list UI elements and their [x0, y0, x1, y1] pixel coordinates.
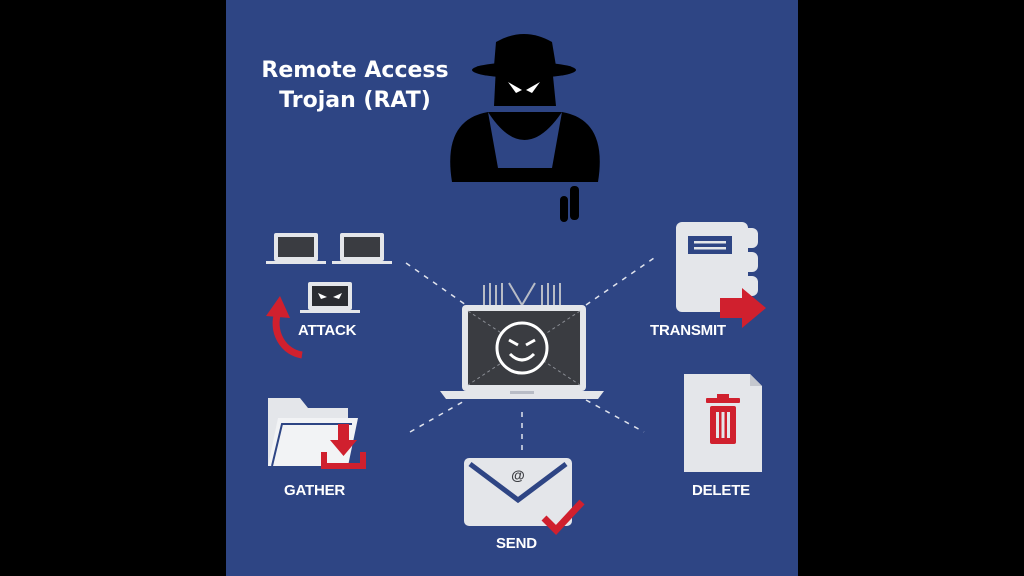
delete-label: DELETE [692, 482, 750, 499]
trash-file-icon [684, 374, 762, 472]
connector-lines [405, 257, 655, 452]
send-label: SEND [496, 535, 537, 552]
infected-laptop-icon [440, 282, 604, 399]
transmit-label: TRANSMIT [650, 322, 726, 339]
svg-text:@: @ [511, 467, 525, 483]
attack-label: ATTACK [298, 322, 357, 339]
diagram-art: @ [266, 34, 766, 536]
diagram-title: Remote Access Trojan (RAT) [226, 56, 484, 116]
hacker-figure-icon [450, 34, 600, 222]
title-line-2: Trojan (RAT) [279, 88, 431, 113]
diagram-panel: @ Remote Access Trojan (RAT) ATTACK TRAN… [226, 0, 798, 576]
document-arrow-icon [676, 222, 766, 328]
gather-label: GATHER [284, 482, 346, 499]
laptops-attack-icon [266, 233, 392, 359]
folder-download-icon [268, 398, 366, 469]
email-check-icon: @ [464, 458, 585, 536]
title-line-1: Remote Access [261, 58, 449, 83]
